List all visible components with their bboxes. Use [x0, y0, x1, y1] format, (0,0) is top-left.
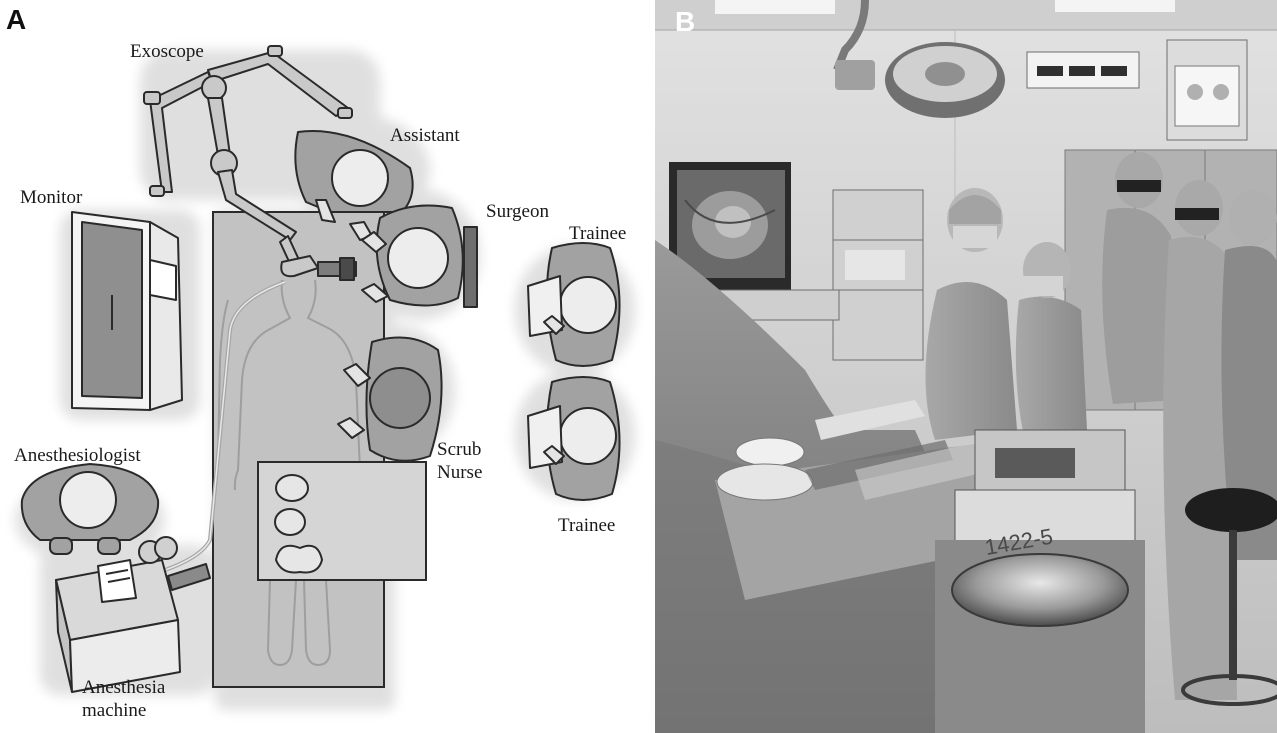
anesthesia-machine-label: Anesthesia machine — [82, 676, 165, 722]
trainee-top-label: Trainee — [569, 222, 626, 245]
panel-a-schematic: A — [0, 0, 650, 733]
anesthesiologist-label: Anesthesiologist — [14, 444, 141, 467]
panel-b-letter: B — [675, 6, 695, 38]
exoscope-label: Exoscope — [130, 40, 204, 63]
assistant-label: Assistant — [390, 124, 460, 147]
trainee-bottom-label: Trainee — [558, 514, 615, 537]
panel-b-photo: B — [655, 0, 1277, 733]
monitor — [72, 212, 182, 410]
scrub-nurse-label: Scrub Nurse — [437, 438, 482, 484]
operating-room-photo: 1422-5 — [655, 0, 1277, 733]
steel-basin — [935, 540, 1145, 733]
monitor-label: Monitor — [20, 186, 82, 209]
surgeon-label: Surgeon — [486, 200, 549, 223]
operating-room-diagram — [0, 0, 650, 733]
